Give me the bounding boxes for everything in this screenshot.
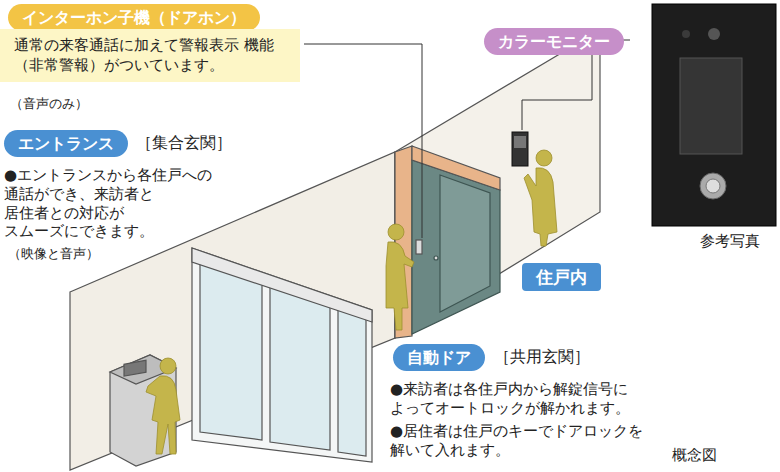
node-text: 住戸内: [522, 263, 601, 291]
people: [160, 358, 176, 374]
photo: [652, 4, 776, 226]
callout-body: 通常の来客通話に加えて警報表示 機能（非常警報）がついています。: [0, 29, 300, 82]
color-monitor: [514, 136, 526, 148]
photo: [682, 30, 690, 38]
note-label: ［集合玄関］: [136, 133, 232, 153]
glass-door: [270, 285, 330, 450]
color-monitor: [512, 132, 528, 166]
label-pill: 自動ドア: [393, 344, 485, 371]
glass-door: [192, 248, 372, 462]
people: [386, 242, 414, 330]
note-label: ●来訪者は各住戸内から解錠信号に よってオートロックが解かれます。: [390, 380, 662, 418]
label-pill: 住戸内: [522, 263, 601, 291]
label-pill: カラーモニター: [484, 28, 624, 55]
note-label: ●居住者は住戸のキーでドアロックを 解いて入れます。: [390, 422, 662, 460]
unit-door: [416, 240, 422, 254]
callout-box: インターホン子機（ドアホン）通常の来客通話に加えて警報表示 機能（非常警報）がつ…: [0, 4, 300, 82]
color-monitor: [512, 132, 528, 166]
node-text: エントランス: [4, 130, 128, 157]
callout-heading: インターホン子機（ドアホン）: [8, 4, 260, 31]
unit-door: [412, 146, 500, 190]
note-label: ●エントランスから各住戸への 通話ができ、来訪者と 居住者との対応が スムーズに…: [4, 166, 266, 241]
entrance-panel: [124, 360, 146, 376]
unit-door: [440, 175, 490, 312]
note-label: （音声のみ）: [10, 96, 88, 112]
photo: [708, 28, 720, 40]
people: [146, 376, 180, 454]
unit-door: [434, 256, 438, 260]
note-label: 概念図: [672, 446, 717, 465]
unit-door: [412, 146, 500, 334]
people: [536, 150, 552, 166]
node-text: カラーモニター: [484, 28, 624, 55]
note-label: （映像と音声）: [8, 246, 99, 262]
leader-lines: [304, 40, 630, 238]
photo: [706, 179, 720, 193]
glass-door: [200, 262, 262, 440]
glass-door: [192, 248, 372, 322]
photo: [680, 58, 742, 154]
people: [388, 224, 404, 240]
label-pill: エントランス: [4, 130, 128, 157]
node-text: 自動ドア: [393, 344, 485, 371]
people: [524, 168, 557, 246]
glass-door: [338, 308, 366, 456]
photo: [700, 173, 726, 199]
walls: [395, 30, 600, 338]
photo: [652, 4, 776, 226]
note-label: 参考写真: [700, 232, 760, 251]
glass-door: [192, 248, 372, 462]
leader-lines: [304, 44, 422, 238]
note-label: ［共用玄関］: [494, 347, 590, 367]
